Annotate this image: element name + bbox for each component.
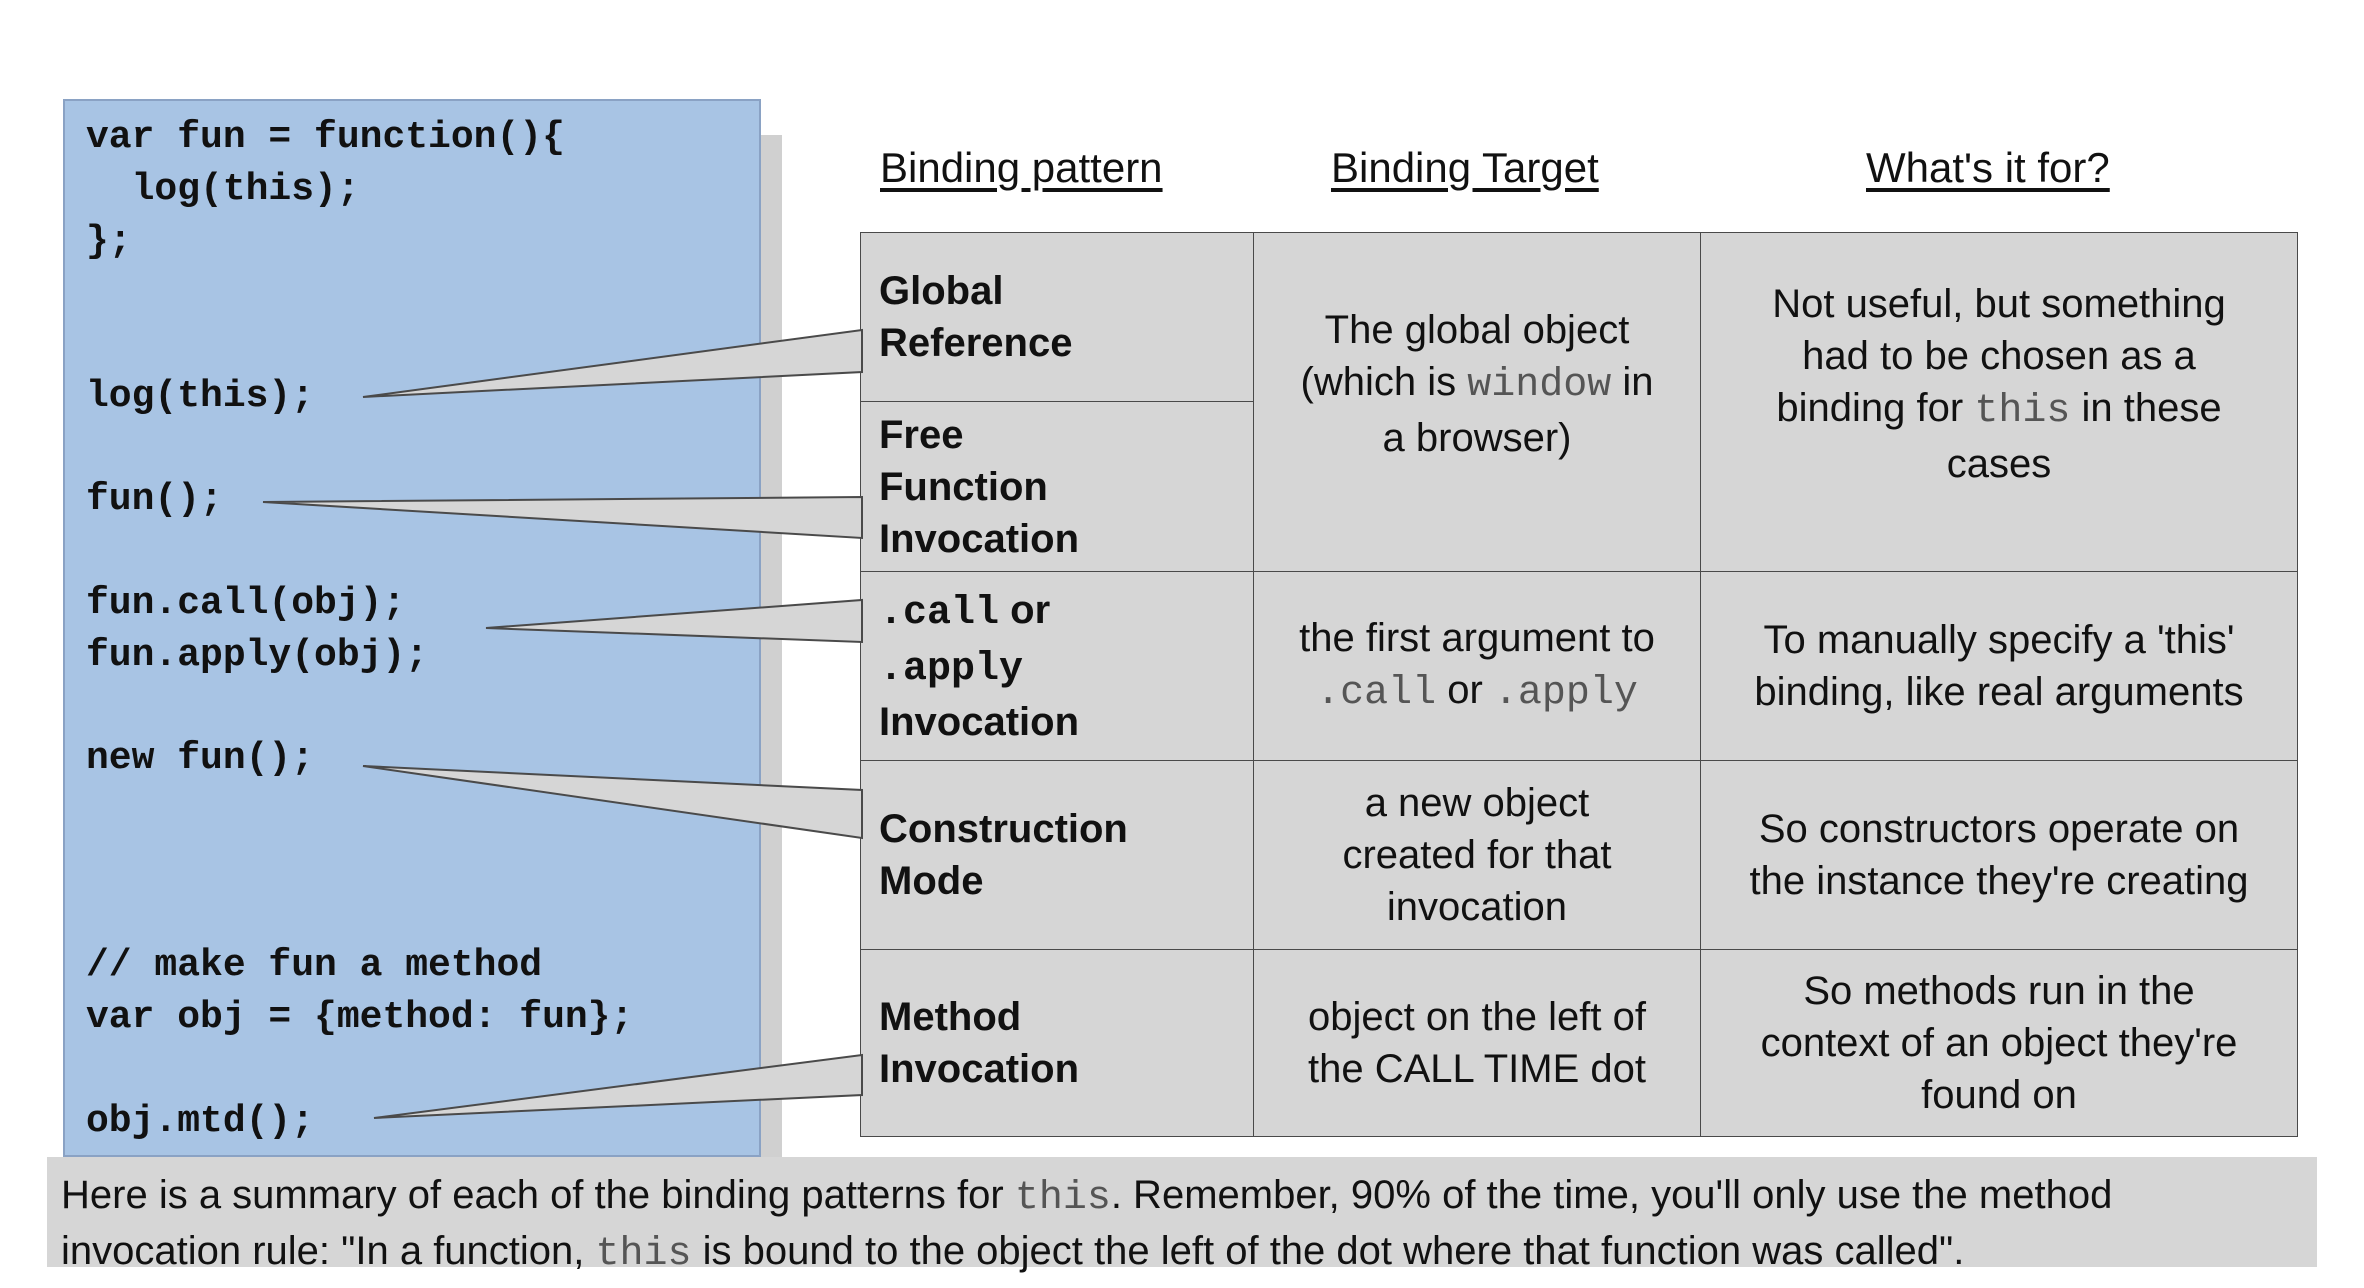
- purpose-global-this-code: this: [1974, 389, 2071, 434]
- code-line-new: new fun();: [86, 737, 315, 780]
- code-line-obj: var obj = {method: fun};: [86, 996, 634, 1039]
- purpose-construction-line2: the instance they're creating: [1749, 859, 2249, 903]
- pattern-global-line1: Global: [879, 269, 1004, 313]
- target-global-line1: The global object: [1324, 308, 1630, 352]
- target-call-line1: the first argument to: [1299, 616, 1655, 660]
- pattern-call-apply-invocation: .call or .apply Invocation: [860, 571, 1254, 761]
- header-binding-target: Binding Target: [1331, 144, 1599, 191]
- target-first-argument: the first argument to .call or .apply: [1253, 571, 1701, 761]
- pattern-method-line2: Invocation: [879, 1047, 1080, 1091]
- purpose-method-line1: So methods run in the: [1803, 969, 2195, 1013]
- header-whats-it-for: What's it for?: [1866, 144, 2110, 191]
- purpose-call-line2: binding, like real arguments: [1754, 670, 2244, 714]
- target-apply-code: .apply: [1493, 671, 1638, 716]
- pattern-free-line2: Function: [879, 464, 1048, 509]
- code-line-comment: // make fun a method: [86, 944, 543, 987]
- pattern-method-line1: Method: [879, 995, 1022, 1039]
- code-line-free-call: fun();: [86, 478, 223, 521]
- target-construction-line3: invocation: [1386, 885, 1568, 929]
- pattern-free-function-invocation: Free Function Invocation: [860, 401, 1254, 572]
- purpose-method: So methods run in the context of an obje…: [1700, 949, 2298, 1137]
- target-global-window-code: window: [1467, 363, 1612, 408]
- pattern-global-reference: Global Reference: [860, 232, 1254, 402]
- purpose-global-post: in these: [2070, 386, 2222, 430]
- code-line-call: fun.call(obj);: [86, 582, 406, 625]
- purpose-method-line3: found on: [1921, 1073, 2077, 1117]
- target-call-code: .call: [1316, 671, 1437, 716]
- pattern-global-line2: Reference: [879, 321, 1073, 365]
- pattern-construction-line1: Construction: [879, 807, 1128, 851]
- target-global-pre: (which is: [1300, 360, 1468, 404]
- footer-this-code-2: this: [595, 1232, 692, 1277]
- footer-text-1: Here is a summary of each of the binding…: [61, 1173, 1015, 1217]
- purpose-construction-line1: So constructors operate on: [1758, 807, 2240, 851]
- code-line-global-call: log(this);: [86, 375, 315, 418]
- code-line-1: var fun = function(){: [86, 116, 565, 159]
- pattern-construction-line2: Mode: [879, 859, 984, 903]
- code-line-3: };: [86, 220, 132, 263]
- header-binding-pattern: Binding pattern: [880, 144, 1163, 191]
- purpose-call-line1: To manually specify a 'this': [1763, 618, 2235, 662]
- target-call-or: or: [1436, 668, 1494, 712]
- target-global-line3: a browser): [1382, 416, 1572, 460]
- purpose-global-line2: had to be chosen as a: [1802, 334, 2196, 378]
- footer-this-code-1: this: [1014, 1176, 1111, 1221]
- target-global-post: in: [1611, 360, 1654, 404]
- pattern-construction-mode: Construction Mode: [860, 760, 1254, 950]
- target-method-line1: object on the left of: [1307, 995, 1646, 1039]
- pattern-method-invocation: Method Invocation: [860, 949, 1254, 1137]
- purpose-global-line1: Not useful, but something: [1772, 282, 2226, 326]
- purpose-call-apply: To manually specify a 'this' binding, li…: [1700, 571, 2298, 761]
- pattern-free-line3: Invocation: [879, 516, 1080, 561]
- purpose-global-pre: binding for: [1776, 386, 1975, 430]
- pattern-call-code: .call: [879, 591, 1000, 636]
- pattern-call-or: or: [999, 588, 1051, 632]
- summary-footer: Here is a summary of each of the binding…: [47, 1157, 2317, 1277]
- purpose-construction: So constructors operate on the instance …: [1700, 760, 2298, 950]
- target-construction-line1: a new object: [1364, 781, 1590, 825]
- purpose-global-line4: cases: [1946, 442, 2052, 486]
- footer-text-4: is bound to the object the left of the d…: [691, 1229, 1965, 1273]
- footer-text-2: . Remember, 90% of the time, you'll only…: [1110, 1173, 2113, 1217]
- footer-text-3: invocation rule: "In a function,: [61, 1229, 596, 1273]
- target-object-left-of-dot: object on the left of the CALL TIME dot: [1253, 949, 1701, 1137]
- pattern-apply-code: .apply: [879, 647, 1024, 692]
- purpose-method-line2: context of an object they're: [1760, 1021, 2238, 1065]
- target-new-object: a new object created for that invocation: [1253, 760, 1701, 950]
- target-global-object: The global object (which is window in a …: [1253, 232, 1701, 572]
- purpose-global: Not useful, but something had to be chos…: [1700, 232, 2298, 572]
- code-line-method-call: obj.mtd();: [86, 1100, 315, 1143]
- target-method-line2: the CALL TIME dot: [1308, 1047, 1646, 1091]
- code-line-2: log(this);: [86, 168, 360, 211]
- target-construction-line2: created for that: [1342, 833, 1612, 877]
- pattern-free-line1: Free: [879, 412, 964, 457]
- code-line-apply: fun.apply(obj);: [86, 634, 429, 677]
- pattern-call-apply-line3: Invocation: [879, 700, 1080, 744]
